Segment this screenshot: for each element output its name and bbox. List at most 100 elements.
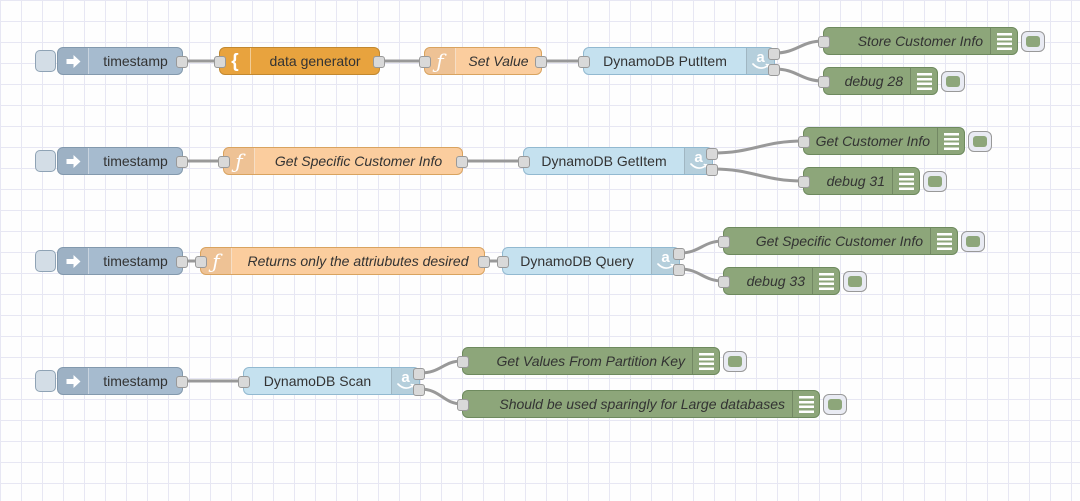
- inject-button[interactable]: [35, 370, 56, 392]
- function-node[interactable]: ƒ Get Specific Customer Info: [218, 147, 468, 175]
- debug-node[interactable]: Get Customer Info: [798, 127, 992, 155]
- debug-list-icon: [812, 268, 839, 294]
- debug-toggle-button[interactable]: [823, 394, 847, 415]
- output-port-1[interactable]: [706, 148, 718, 160]
- debug-toggle-button[interactable]: [968, 131, 992, 152]
- output-port-2[interactable]: [673, 264, 685, 276]
- input-port[interactable]: [818, 36, 830, 48]
- debug-toggle-button[interactable]: [843, 271, 867, 292]
- node-label: Should be used sparingly for Large datab…: [499, 396, 785, 412]
- node-label: timestamp: [103, 53, 168, 69]
- node-label: Get Values From Partition Key: [496, 353, 685, 369]
- input-port[interactable]: [798, 176, 810, 188]
- debug-list-icon: [937, 128, 964, 154]
- debug-toggle-button[interactable]: [1021, 31, 1045, 52]
- node-label: Returns only the attriubutes desired: [247, 253, 469, 269]
- input-port[interactable]: [457, 356, 469, 368]
- debug-node[interactable]: debug 31: [798, 167, 947, 195]
- dynamodb-query-node[interactable]: DynamoDB Query a: [497, 247, 685, 276]
- output-port-1[interactable]: [768, 48, 780, 60]
- node-label: Get Specific Customer Info: [274, 153, 443, 169]
- node-label: debug 33: [746, 273, 805, 289]
- debug-node[interactable]: debug 28: [818, 67, 965, 95]
- output-port[interactable]: [176, 376, 188, 388]
- output-port[interactable]: [373, 56, 385, 68]
- inject-button[interactable]: [35, 50, 56, 72]
- wire[interactable]: [773, 67, 825, 83]
- wire[interactable]: [418, 387, 464, 406]
- node-label: DynamoDB PutItem: [603, 53, 727, 69]
- node-label: debug 31: [826, 173, 885, 189]
- debug-node[interactable]: Get Values From Partition Key: [457, 347, 747, 375]
- input-port[interactable]: [718, 236, 730, 248]
- inject-arrow-icon: [58, 368, 89, 394]
- node-label: timestamp: [103, 373, 168, 389]
- input-port[interactable]: [238, 376, 250, 388]
- wire[interactable]: [711, 167, 805, 183]
- function-node[interactable]: ƒ Returns only the attriubutes desired: [195, 247, 490, 275]
- inject-arrow-icon: [58, 248, 89, 274]
- input-port[interactable]: [218, 156, 230, 168]
- input-port[interactable]: [798, 136, 810, 148]
- debug-toggle-button[interactable]: [941, 71, 965, 92]
- inject-arrow-icon: [58, 148, 89, 174]
- debug-list-icon: [930, 228, 957, 254]
- data-generator-node[interactable]: { data generator: [214, 47, 385, 75]
- inject-node[interactable]: timestamp: [57, 247, 188, 275]
- input-port[interactable]: [195, 256, 207, 268]
- debug-toggle-button[interactable]: [723, 351, 747, 372]
- node-label: Set Value: [468, 53, 529, 69]
- input-port[interactable]: [518, 156, 530, 168]
- debug-list-icon: [692, 348, 719, 374]
- input-port[interactable]: [718, 276, 730, 288]
- output-port[interactable]: [456, 156, 468, 168]
- input-port[interactable]: [457, 399, 469, 411]
- wire[interactable]: [711, 139, 805, 155]
- output-port[interactable]: [535, 56, 547, 68]
- debug-list-icon: [892, 168, 919, 194]
- inject-node[interactable]: timestamp: [57, 147, 188, 175]
- wire[interactable]: [418, 359, 464, 375]
- output-port-2[interactable]: [706, 164, 718, 176]
- input-port[interactable]: [419, 56, 431, 68]
- function-node[interactable]: ƒ Set Value: [419, 47, 547, 75]
- debug-toggle-button[interactable]: [923, 171, 947, 192]
- debug-node[interactable]: debug 33: [718, 267, 867, 295]
- input-port[interactable]: [497, 256, 509, 268]
- node-label: timestamp: [103, 153, 168, 169]
- output-port[interactable]: [176, 56, 188, 68]
- wire[interactable]: [678, 267, 725, 283]
- debug-toggle-button[interactable]: [961, 231, 985, 252]
- dynamodb-scan-node[interactable]: DynamoDB Scan a: [238, 367, 425, 396]
- debug-node[interactable]: Store Customer Info: [818, 27, 1045, 55]
- output-port-1[interactable]: [673, 248, 685, 260]
- wire[interactable]: [678, 239, 725, 255]
- inject-node[interactable]: timestamp: [57, 47, 188, 75]
- debug-list-icon: [990, 28, 1017, 54]
- input-port[interactable]: [818, 76, 830, 88]
- curly-brace-icon: {: [220, 48, 251, 74]
- debug-list-icon: [910, 68, 937, 94]
- debug-node[interactable]: Get Specific Customer Info: [718, 227, 985, 255]
- output-port-2[interactable]: [768, 64, 780, 76]
- output-port[interactable]: [478, 256, 490, 268]
- inject-arrow-icon: [58, 48, 89, 74]
- wire[interactable]: [773, 39, 825, 55]
- input-port[interactable]: [214, 56, 226, 68]
- node-label: Store Customer Info: [857, 33, 983, 49]
- output-port-2[interactable]: [413, 384, 425, 396]
- inject-node[interactable]: timestamp: [57, 367, 188, 395]
- dynamodb-putitem-node[interactable]: DynamoDB PutItem a: [578, 47, 780, 76]
- output-port[interactable]: [176, 256, 188, 268]
- debug-node[interactable]: Should be used sparingly for Large datab…: [457, 390, 847, 418]
- inject-button[interactable]: [35, 250, 56, 272]
- node-label: debug 28: [844, 73, 903, 89]
- input-port[interactable]: [578, 56, 590, 68]
- dynamodb-getitem-node[interactable]: DynamoDB GetItem a: [518, 147, 718, 176]
- output-port-1[interactable]: [413, 368, 425, 380]
- node-label: DynamoDB Query: [520, 253, 634, 269]
- output-port[interactable]: [176, 156, 188, 168]
- inject-button[interactable]: [35, 150, 56, 172]
- node-label: DynamoDB Scan: [263, 373, 372, 389]
